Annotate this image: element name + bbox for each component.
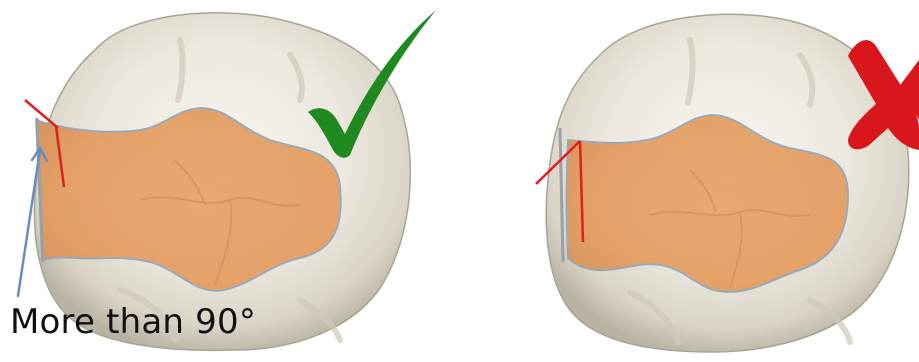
left-panel xyxy=(18,10,436,350)
angle-caption: More than 90° xyxy=(10,302,256,342)
right-panel xyxy=(536,14,919,352)
